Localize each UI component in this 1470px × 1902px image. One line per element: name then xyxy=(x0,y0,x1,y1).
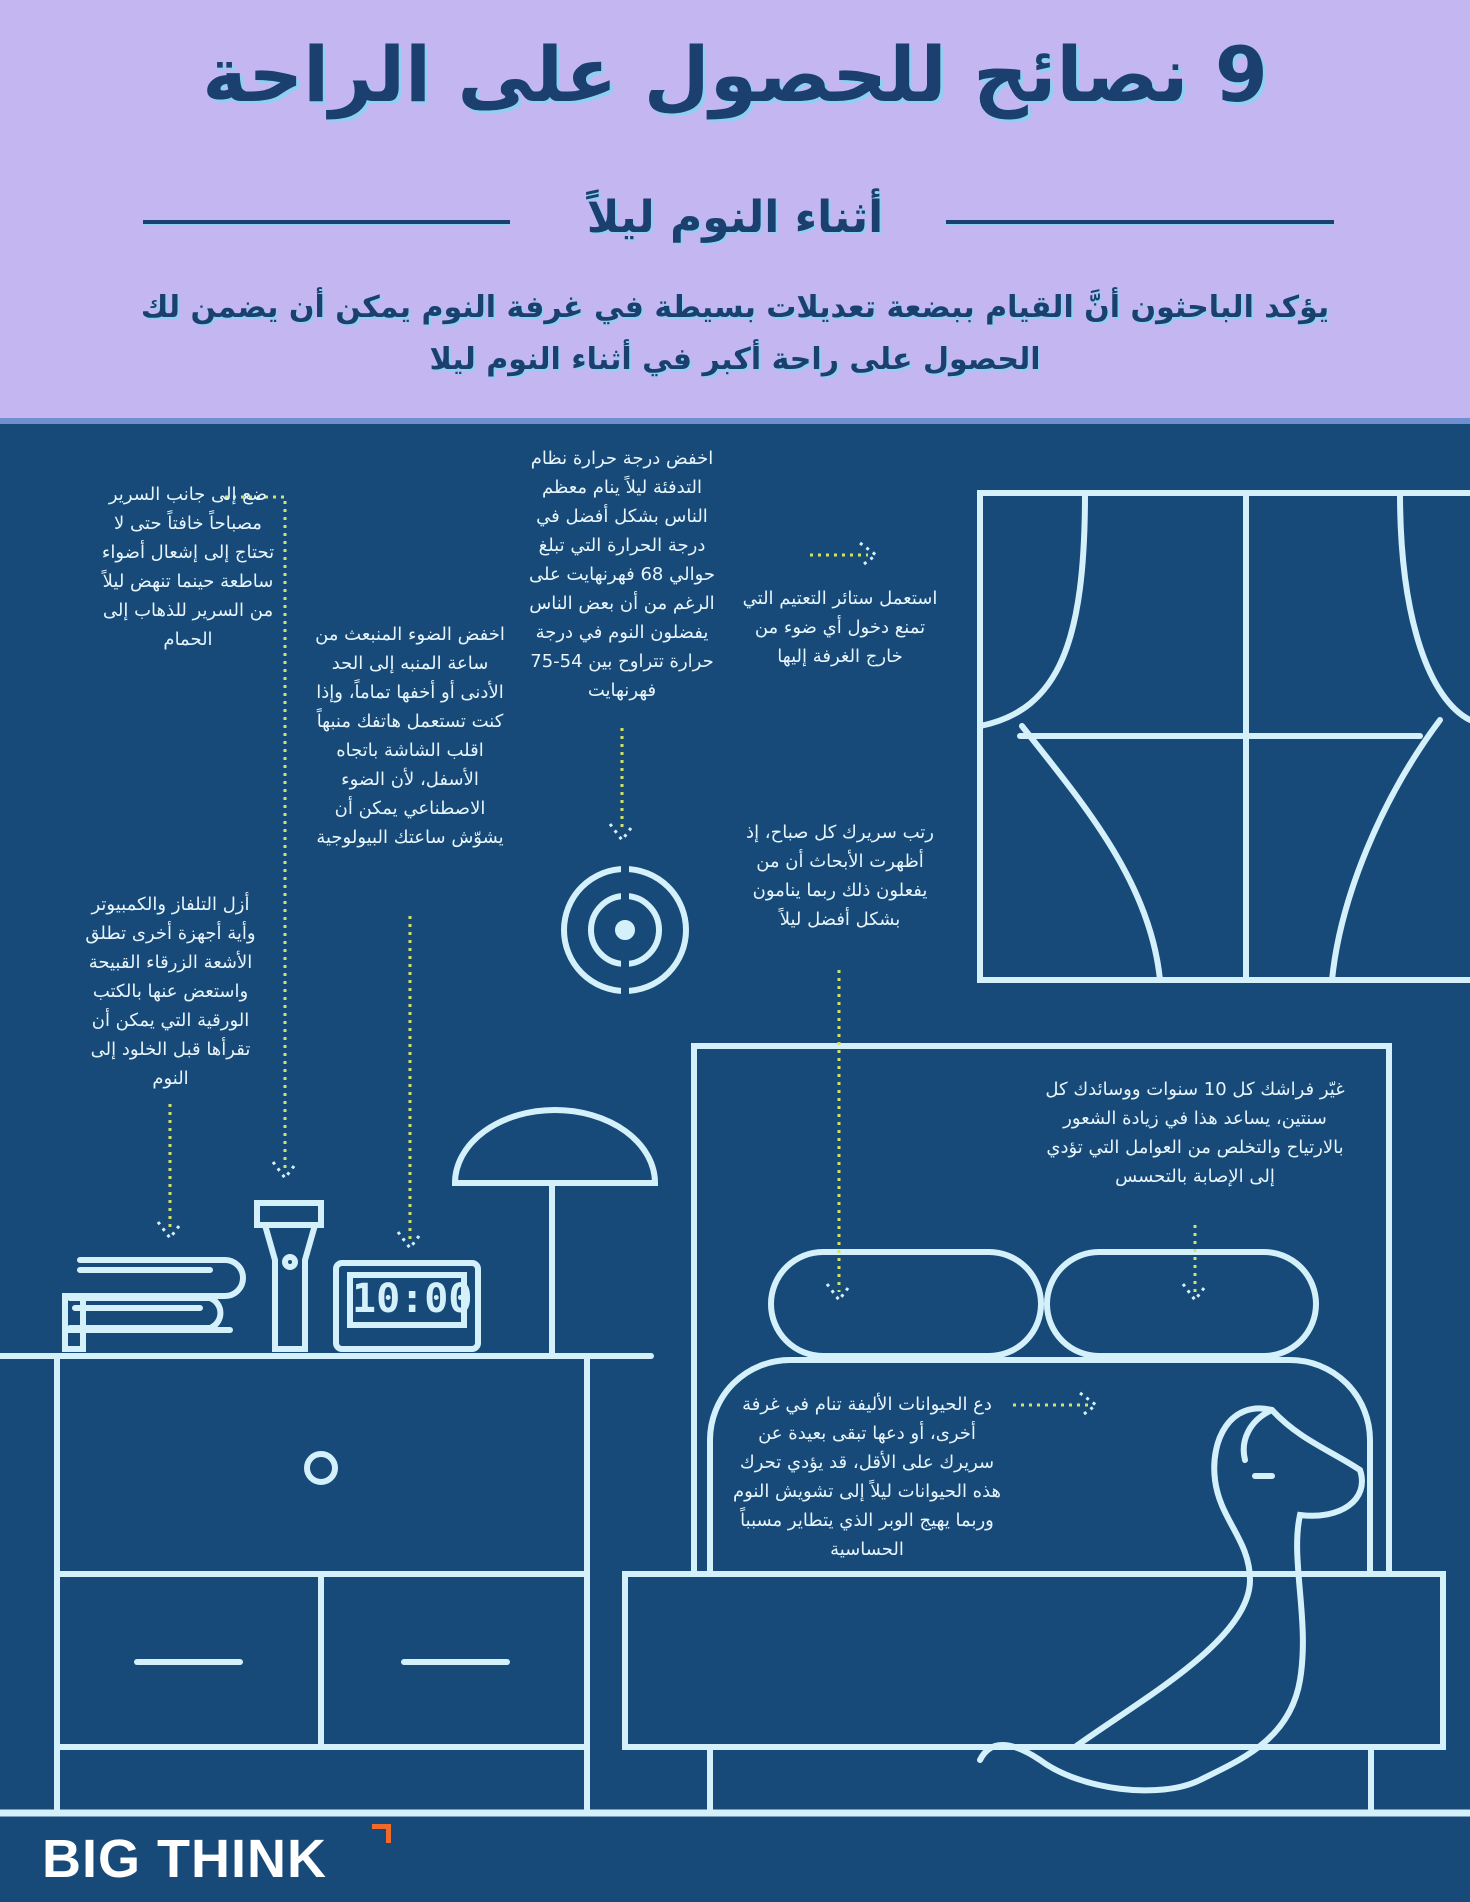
lamp-icon xyxy=(451,1107,659,1359)
page-subtitle: أثناء النوم ليلاً xyxy=(586,192,884,243)
tip-pets: دع الحيوانات الأليفة تنام في غرفة أخرى، … xyxy=(732,1394,1002,1560)
subtitle-rule-left xyxy=(143,220,510,224)
big-think-logo: BIG THINK xyxy=(42,1829,327,1889)
tip-clock-light: اخفض الضوء المنبعث من ساعة المنبه إلى ال… xyxy=(315,624,505,848)
nightstand-icon xyxy=(0,1353,654,1816)
alarm-clock-icon xyxy=(333,1260,481,1352)
flashlight-icon xyxy=(254,1200,324,1352)
window-icon xyxy=(977,490,1470,983)
intro-text: يؤكد الباحثون أنَّ القيام ببضعة تعديلات … xyxy=(140,290,1330,377)
arrowheads xyxy=(156,541,1209,1419)
clock-display: 10:00 xyxy=(352,1276,473,1322)
logo-accent-icon xyxy=(372,1824,391,1843)
thermostat-icon xyxy=(561,861,689,1000)
bed-icon xyxy=(622,1043,1446,1816)
header-divider xyxy=(0,418,1470,424)
books-icon xyxy=(62,1257,246,1352)
tip-nightlight: ضع إلى جانب السرير مصباحاً خافتاً حتى لا… xyxy=(101,484,275,650)
leader-lines xyxy=(168,495,1197,1407)
dog-icon xyxy=(977,1405,1365,1794)
tip-make-bed: رتب سريرك كل صباح، إذ أظهرت الأبحاث أن م… xyxy=(746,822,934,930)
subtitle-rule-right xyxy=(946,220,1334,224)
header xyxy=(0,0,1470,418)
tip-temperature: اخفض درجة حرارة نظام التدفئة ليلاً ينام … xyxy=(528,448,715,701)
tip-mattress: غيّر فراشك كل 10 سنوات ووسائدك كل سنتين،… xyxy=(1045,1079,1345,1187)
tip-curtains: استعمل ستائر التعتيم التي تمنع دخول أي ض… xyxy=(742,588,938,667)
tip-screens: أزل التلفاز والكمبيوتر وأية أجهزة أخرى ت… xyxy=(85,894,256,1089)
page-title: 9 نصائح للحصول على الراحة xyxy=(202,30,1268,119)
